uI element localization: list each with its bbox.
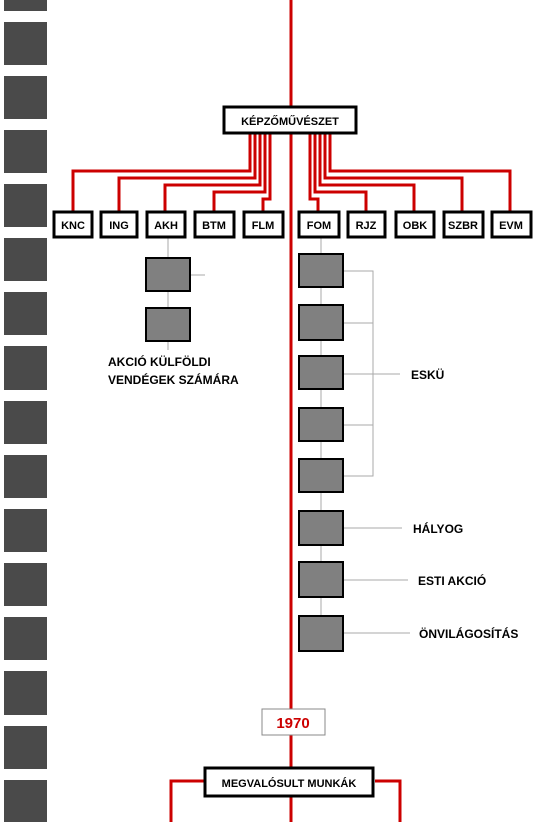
branch-label: OBK	[403, 220, 428, 232]
branch-box	[193, 210, 236, 239]
branch-connectors	[71, 133, 512, 822]
branch-box	[297, 210, 341, 239]
bottom-node-box	[203, 766, 375, 798]
branch-akh[interactable]: AKH	[145, 210, 187, 239]
bottom-node[interactable]: MEGVALÓSULT MUNKÁK	[203, 766, 375, 798]
top-node-box	[222, 105, 358, 135]
branch-label: BTM	[202, 220, 226, 232]
film-sprocket-hole	[4, 227, 47, 238]
film-sprocket-hole	[4, 715, 47, 726]
gray-connectors	[167, 237, 410, 634]
esku-bracket	[344, 270, 400, 477]
branch-box	[394, 210, 436, 239]
film-sprocket-hole	[4, 65, 47, 76]
branch-rjz[interactable]: RJZ	[346, 210, 387, 239]
branch-flm[interactable]: FLM	[242, 210, 285, 239]
connector-szbr	[323, 133, 464, 212]
film-sprocket-hole	[4, 606, 47, 617]
branch-box	[145, 210, 187, 239]
work-thumbnail[interactable]	[298, 304, 344, 341]
film-sprocket-hole	[4, 173, 47, 184]
fom-works	[298, 253, 344, 652]
work-thumbnail[interactable]	[145, 307, 191, 342]
film-sprocket-hole	[4, 281, 47, 292]
akh-works: AKCIÓ KÜLFÖLDI VENDÉGEK SZÁMÁRA	[108, 257, 239, 387]
connector-ing	[117, 133, 257, 212]
branch-knc[interactable]: KNC	[52, 210, 94, 239]
connector-knc	[71, 133, 252, 212]
akh-connector	[167, 237, 205, 350]
connector-rjz	[313, 133, 368, 212]
branch-obk[interactable]: OBK	[394, 210, 436, 239]
branch-label: FLM	[252, 220, 275, 232]
connector-obk	[318, 133, 416, 212]
connector-btm	[212, 133, 267, 212]
film-sprocket-hole	[4, 552, 47, 563]
film-sprocket-hole	[4, 769, 47, 780]
film-sprocket-hole	[4, 11, 47, 22]
branch-ing[interactable]: ING	[99, 210, 139, 239]
label-halyog[interactable]: HÁLYOG	[413, 521, 463, 536]
connector-bottom	[169, 779, 402, 822]
year-box	[261, 708, 326, 736]
work-thumbnail[interactable]	[298, 561, 344, 598]
branch-label: EVM	[499, 220, 523, 232]
work-thumbnail[interactable]	[298, 253, 344, 288]
label-esti-akcio[interactable]: ESTI AKCIÓ	[418, 573, 486, 588]
film-strip-band	[4, 0, 47, 822]
connector-evm	[328, 133, 512, 212]
branch-label: RJZ	[356, 220, 377, 232]
work-thumbnail[interactable]	[298, 355, 344, 390]
work-thumbnail[interactable]	[298, 615, 344, 652]
year-label: 1970	[276, 715, 309, 732]
year-marker: 1970	[261, 708, 326, 736]
film-sprocket-hole	[4, 335, 47, 346]
branch-btm[interactable]: BTM	[193, 210, 236, 239]
branch-box	[490, 210, 533, 239]
work-thumbnail[interactable]	[298, 510, 344, 546]
branch-szbr[interactable]: SZBR	[442, 210, 485, 239]
film-sprocket-hole	[4, 498, 47, 509]
branch-box	[52, 210, 94, 239]
connector-akh	[163, 133, 262, 212]
top-node-label: KÉPZŐMŰVÉSZET	[241, 115, 339, 128]
work-thumbnail[interactable]	[298, 458, 344, 493]
side-label-lines	[344, 527, 410, 634]
film-strip	[4, 0, 47, 822]
film-sprocket-hole	[4, 390, 47, 401]
akh-caption-line-2: VENDÉGEK SZÁMÁRA	[108, 372, 239, 387]
branch-box	[242, 210, 285, 239]
branch-box	[346, 210, 387, 239]
film-sprocket-hole	[4, 660, 47, 671]
branch-box	[99, 210, 139, 239]
work-thumbnail[interactable]	[145, 257, 191, 292]
bottom-node-label: MEGVALÓSULT MUNKÁK	[222, 777, 357, 790]
connector-flm	[261, 133, 272, 212]
film-sprocket-hole	[4, 444, 47, 455]
connector-fom	[308, 133, 320, 212]
top-node[interactable]: KÉPZŐMŰVÉSZET	[222, 105, 358, 135]
akh-caption-line-1: AKCIÓ KÜLFÖLDI	[108, 354, 211, 369]
label-onvilagositas[interactable]: ÖNVILÁGOSÍTÁS	[419, 626, 518, 641]
branch-label: ING	[109, 220, 129, 232]
label-esku[interactable]: ESKÜ	[411, 367, 444, 382]
work-thumbnail[interactable]	[298, 407, 344, 442]
branch-label: KNC	[61, 220, 85, 232]
film-sprocket-holes	[4, 11, 47, 780]
branch-label: FOM	[307, 220, 331, 232]
branch-label: AKH	[154, 220, 178, 232]
film-sprocket-hole	[4, 119, 47, 130]
branch-fom[interactable]: FOM	[297, 210, 341, 239]
branch-label: SZBR	[448, 220, 478, 232]
branch-evm[interactable]: EVM	[490, 210, 533, 239]
branch-box	[442, 210, 485, 239]
